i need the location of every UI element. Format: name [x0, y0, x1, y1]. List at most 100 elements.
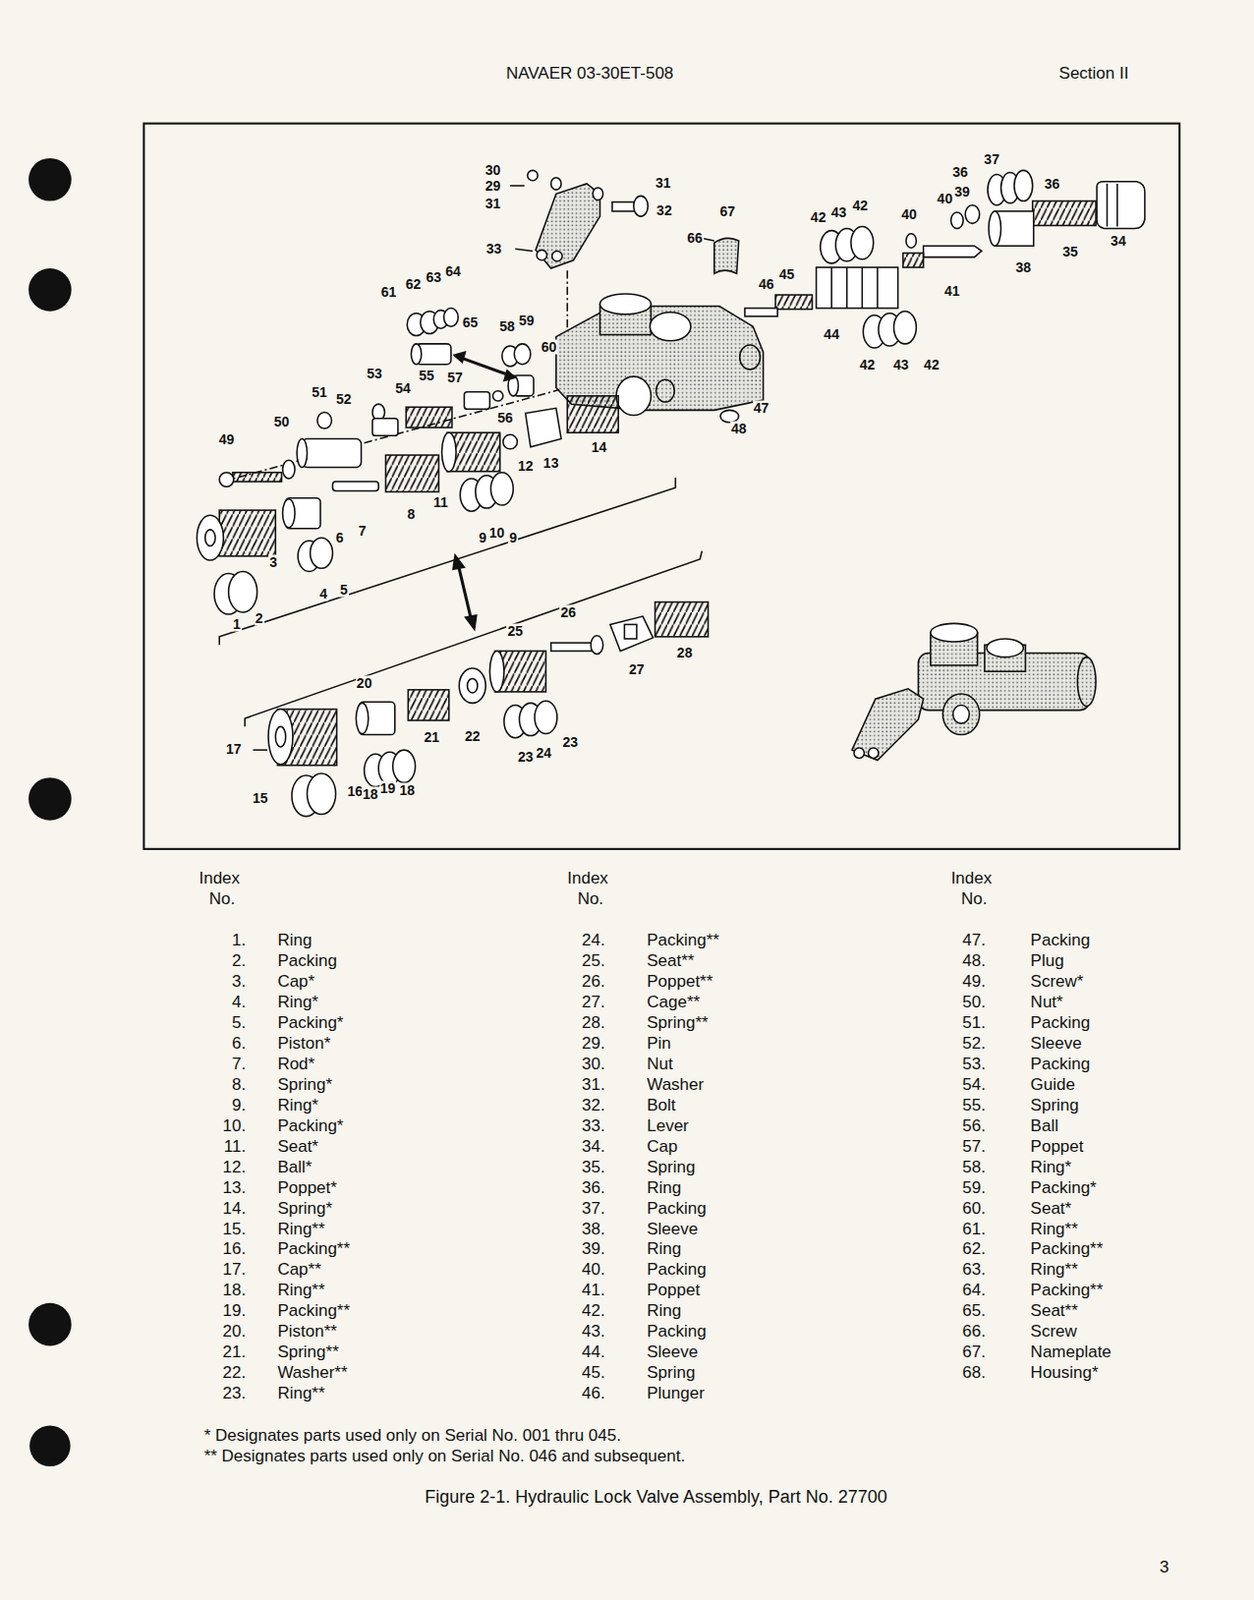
index-number: 30. — [581, 1053, 606, 1073]
part-name: Cap* — [277, 971, 315, 991]
part-name: Nut* — [1030, 992, 1064, 1012]
index-number: 59. — [962, 1177, 986, 1197]
callout-number: 30 — [484, 163, 503, 178]
index-number: 35. — [581, 1156, 606, 1176]
part-name: Ring — [646, 1177, 682, 1197]
callout-number: 63 — [424, 270, 443, 285]
index-number: 54. — [962, 1074, 986, 1093]
part-name: Poppet — [1030, 1136, 1084, 1155]
callout-number: 7 — [357, 522, 368, 538]
callout-number: 9 — [477, 530, 488, 546]
callout-number: 14 — [590, 439, 609, 455]
column-heading: No. — [961, 888, 987, 908]
part-name: Seat* — [1030, 1197, 1073, 1217]
index-number: 11. — [224, 1136, 246, 1155]
column-heading: No. — [577, 888, 604, 908]
part-name: Seat** — [1030, 1301, 1079, 1320]
index-number: 7. — [231, 1053, 246, 1073]
index-number: 56. — [962, 1115, 986, 1135]
index-number: 68. — [962, 1363, 986, 1382]
part-name: Spring — [646, 1363, 695, 1382]
index-number: 15. — [223, 1218, 247, 1238]
index-number: 46. — [581, 1383, 606, 1403]
callout-number: 23 — [516, 749, 535, 765]
callout-number: 45 — [778, 267, 797, 283]
callout-number: 9 — [508, 530, 518, 546]
index-number: 14. — [223, 1197, 247, 1217]
part-name: Packing — [646, 1321, 706, 1341]
part-name: Packing** — [1030, 1239, 1104, 1258]
callout-number: 61 — [380, 284, 399, 299]
index-number: 40. — [581, 1259, 606, 1279]
index-number: 5. — [231, 1013, 246, 1032]
callout-number: 54 — [394, 380, 412, 396]
index-number: 36. — [581, 1177, 606, 1197]
part-name: Ring** — [277, 1218, 325, 1238]
part-name: Plunger — [646, 1383, 705, 1403]
part-name: Sleeve — [646, 1218, 698, 1238]
callout-number: 42 — [922, 356, 941, 372]
column-heading: Index — [198, 867, 240, 887]
part-name: Rod* — [277, 1053, 315, 1073]
index-number: 60. — [962, 1197, 986, 1217]
page-number: 3 — [1159, 1557, 1169, 1578]
part-name: Ball — [1030, 1115, 1059, 1135]
callout-number: 67 — [718, 203, 737, 219]
callout-number: 39 — [953, 184, 971, 200]
index-number: 27. — [581, 992, 606, 1012]
callout-number: 34 — [1109, 233, 1128, 249]
part-name: Packing — [646, 1197, 706, 1217]
index-number: 29. — [581, 1032, 606, 1052]
part-name: Spring** — [277, 1342, 339, 1362]
index-number: 55. — [962, 1094, 986, 1114]
index-number: 63. — [962, 1259, 986, 1279]
column-heading: Index — [951, 867, 993, 887]
callout-number: 31 — [654, 174, 673, 190]
callout-number: 37 — [982, 151, 1001, 167]
index-number: 31. — [581, 1074, 606, 1093]
part-name: Packing — [646, 1259, 706, 1279]
callout-number: 12 — [516, 458, 535, 474]
callout-number: 29 — [484, 177, 503, 193]
callout-number: 57 — [446, 370, 464, 386]
callout-number: 42 — [851, 197, 869, 213]
index-number: 37. — [581, 1197, 606, 1217]
callout-number: 20 — [355, 675, 374, 690]
part-name: Spring — [646, 1156, 695, 1176]
part-name: Spring* — [277, 1197, 333, 1217]
callout-number: 3 — [268, 555, 279, 570]
part-name: Packing** — [277, 1301, 350, 1320]
callout-number: 48 — [730, 421, 748, 437]
index-number: 26. — [581, 971, 606, 991]
callout-number: 66 — [685, 229, 704, 245]
index-number: 10. — [223, 1115, 247, 1135]
part-name: Nameplate — [1030, 1342, 1112, 1362]
index-number: 47. — [962, 930, 986, 950]
part-name: Packing — [1030, 1013, 1090, 1032]
part-name: Packing* — [277, 1115, 343, 1135]
index-number: 9. — [231, 1094, 246, 1114]
callout-number: 11 — [432, 494, 450, 510]
callout-number: 13 — [542, 456, 561, 471]
page-header: Section II — [1059, 63, 1130, 84]
callout-number: 40 — [936, 191, 955, 207]
callout-number: 27 — [627, 662, 646, 678]
callout-number: 1 — [231, 617, 242, 632]
callout-number: 50 — [273, 413, 291, 429]
callout-number: 23 — [562, 734, 580, 749]
part-name: Housing* — [1030, 1363, 1099, 1382]
callout-number: 22 — [463, 728, 482, 743]
part-name: Sleeve — [646, 1342, 698, 1362]
index-number: 45. — [581, 1363, 606, 1382]
index-number: 16. — [223, 1239, 247, 1258]
part-name: Plug — [1030, 951, 1065, 970]
callout-number: 51 — [310, 384, 329, 399]
index-number: 61. — [962, 1218, 986, 1238]
part-name: Ring — [646, 1301, 682, 1320]
index-number: 53. — [962, 1053, 986, 1073]
callout-number: 58 — [498, 319, 516, 335]
part-name: Seat** — [646, 951, 694, 970]
part-name: Pin — [646, 1032, 672, 1052]
part-name: Ring** — [277, 1383, 325, 1403]
part-name: Ring** — [1030, 1259, 1079, 1279]
